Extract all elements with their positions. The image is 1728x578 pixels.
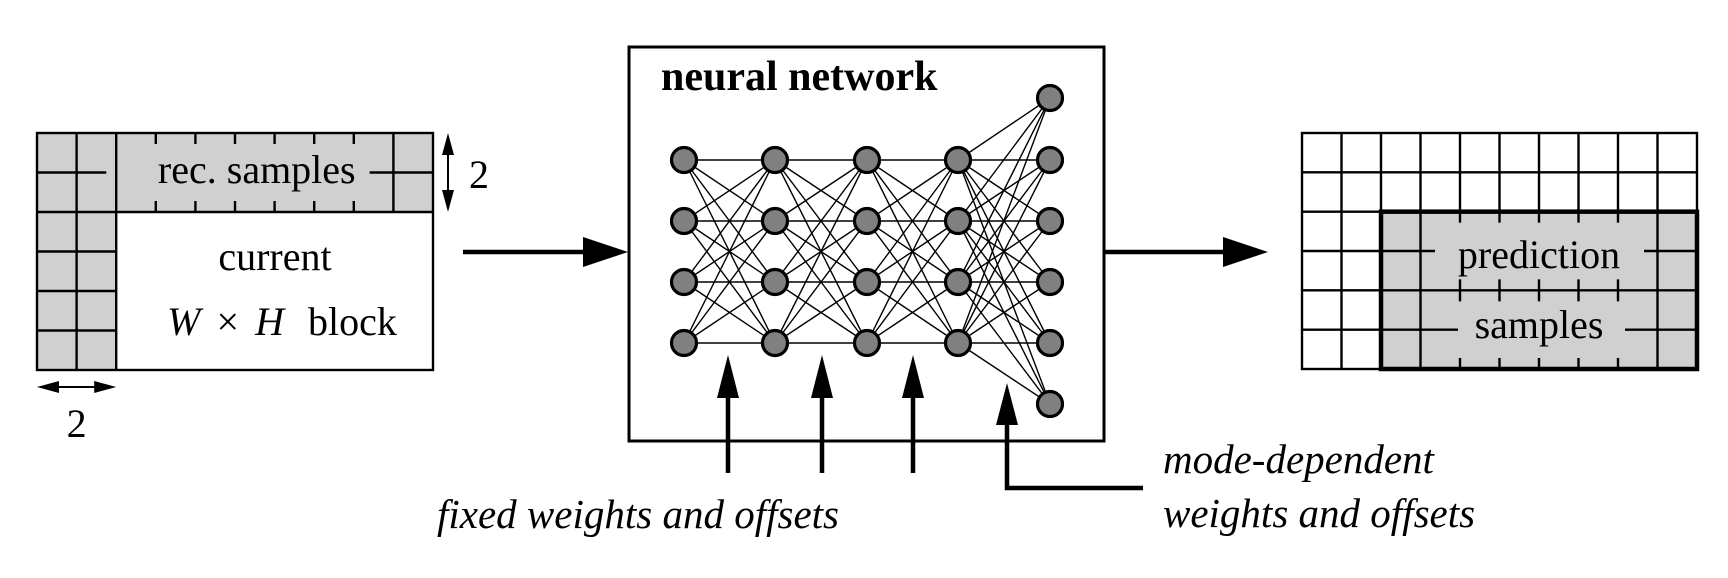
hidden-node [852,145,882,175]
arrow-down-icon [442,190,454,212]
times-symbol: × [217,299,240,344]
hidden-node [943,328,973,358]
mode-dependent-label-line2: weights and offsets [1163,490,1475,536]
output-block: prediction samples [1300,131,1700,372]
output-node [1035,145,1065,175]
horizontal-dimension-arrow [37,381,117,393]
current-block-label: current [218,234,331,279]
arrow-left-icon [37,381,59,393]
network-connection [957,97,1051,344]
network-connection [774,281,868,344]
input-block-outline [35,131,435,372]
network-connection [866,220,959,344]
input-block: rec. samples current W × H block 2 2 [35,131,489,446]
output-grid-lines [1302,133,1697,369]
height-symbol: H [254,299,286,344]
network-connection [866,281,959,344]
mode-weight-connector [996,383,1143,491]
arrow-right-icon [1223,237,1268,267]
neural-network: neural network fixed weights and offsets… [437,45,1475,537]
network-connection [774,159,868,283]
vertical-dimension-arrow [442,133,454,212]
hidden-node [760,206,790,236]
network-connection [683,159,776,283]
network-connection [866,159,959,344]
arrow-right-icon [583,237,628,267]
network-connection [774,159,868,222]
block-size-label: W × H block [167,299,397,344]
arrow-up-icon [811,355,833,398]
arrow-up-icon [996,383,1018,425]
mode-dependent-label-line1: mode-dependent [1163,436,1436,482]
hidden-node [669,145,699,175]
arrow-up-icon [442,133,454,155]
arrow-up-icon [902,355,924,398]
fixed-weight-arrow [717,355,739,473]
hidden-node [760,145,790,175]
hidden-node [943,145,973,175]
network-connection [957,281,1051,344]
hidden-node [669,328,699,358]
hidden-node [760,328,790,358]
network-connection [957,159,1051,344]
network-connection [774,220,868,344]
hidden-node [669,267,699,297]
fixed-weight-arrow [902,355,924,473]
vertical-dimension-label: 2 [469,152,489,197]
output-node [1035,267,1065,297]
output-node [1035,389,1065,419]
horizontal-dimension-label: 2 [67,401,87,446]
network-connection [683,281,776,344]
input-to-network-arrow [463,237,628,267]
fixed-weight-arrows [717,355,924,473]
hidden-node [943,206,973,236]
network-connection [774,159,868,344]
hidden-node [943,267,973,297]
network-to-output-arrow [1104,237,1268,267]
hidden-node [760,267,790,297]
fixed-weight-arrow [811,355,833,473]
output-node [1035,206,1065,236]
network-connection [866,159,959,283]
prediction-region-outline [1378,209,1700,372]
rec-samples-label: rec. samples [158,147,356,192]
network-connection [957,342,1051,405]
network-connection [683,159,776,222]
arrow-right-icon [94,381,117,393]
network-connection [957,220,1051,344]
prediction-label: prediction [1458,232,1620,277]
output-node [1035,328,1065,358]
width-symbol: W [167,299,204,344]
fixed-weights-label: fixed weights and offsets [437,491,839,537]
block-word: block [308,299,397,344]
network-connection [683,220,776,344]
network-connection [957,97,1051,161]
input-grid-lines [37,133,433,370]
output-node [1035,83,1065,113]
network-nodes [669,83,1065,419]
neural-network-title: neural network [661,54,938,100]
hidden-node [852,328,882,358]
samples-label: samples [1475,302,1604,347]
network-connection [957,97,1051,283]
hidden-node [852,206,882,236]
network-connection [683,159,776,344]
network-connection [957,97,1051,222]
hidden-node [852,267,882,297]
neural-network-box [627,45,1106,443]
network-connection [866,159,959,222]
arrow-up-icon [717,355,739,398]
network-connections [683,97,1051,405]
hidden-node [669,206,699,236]
